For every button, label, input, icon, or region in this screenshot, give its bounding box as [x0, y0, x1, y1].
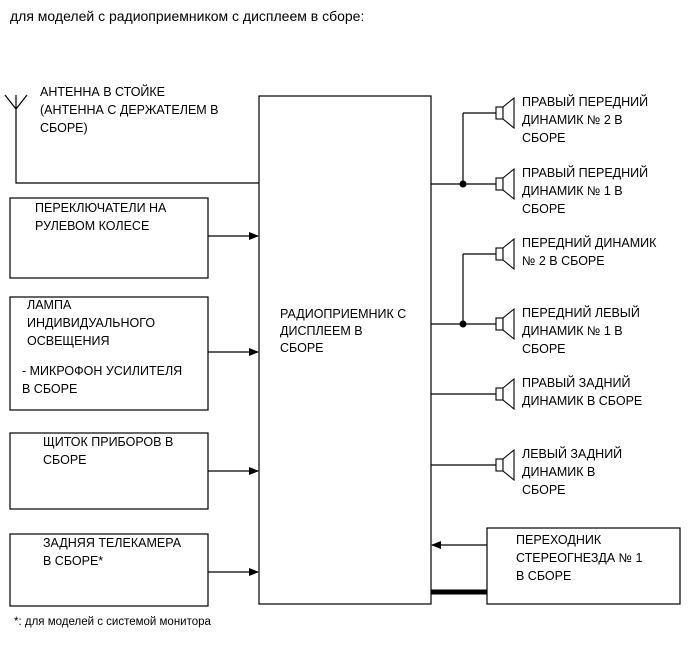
instrument-cluster-box: [9, 432, 209, 510]
stereo-jack-adapter-label: ПЕРЕХОДНИК СТЕРЕОГНЕЗДА № 1 В СБОРЕ: [516, 533, 646, 583]
antenna-icon: [4, 94, 259, 184]
front-left-junction: [459, 320, 467, 328]
rear-camera-box: [9, 533, 209, 607]
lamp-label: ЛАМПА ИНДИВИДУАЛЬНОГО ОСВЕЩЕНИЯ: [27, 298, 159, 348]
speaker-label-front-left-1: ПЕРЕДНИЙ ЛЕВЫЙ ДИНАМИК № 1 В СБОРЕ: [522, 305, 643, 356]
rear-camera-label: ЗАДНЯЯ ТЕЛЕКАМЕРА В СБОРЕ*: [43, 536, 185, 568]
speaker-label-front-2: ПЕРЕДНИЙ ДИНАМИК № 2 В СБОРЕ: [522, 235, 660, 268]
antenna-label: АНТЕННА В СТОЙКЕ (АНТЕННА С ДЕРЖАТЕЛЕМ В…: [40, 84, 222, 135]
speaker-label-rear-left: ЛЕВЫЙ ЗАДНИЙ ДИНАМИК В СБОРЕ: [522, 446, 626, 497]
instrument-cluster-label: ЩИТОК ПРИБОРОВ В СБОРЕ: [43, 435, 177, 467]
speaker-icon: [495, 237, 515, 271]
steering-switch-box: [9, 197, 209, 279]
speaker-icon: [495, 307, 515, 341]
front-right-speaker-wires: [431, 112, 496, 185]
radio-display-unit: [258, 95, 432, 605]
speaker-icon: [495, 96, 515, 130]
front-right-junction: [459, 180, 467, 188]
steering-switch-label: ПЕРЕКЛЮЧАТЕЛИ НА РУЛЕВОМ КОЛЕСЕ: [35, 201, 170, 233]
lamp-microphone-box: [9, 296, 209, 411]
speaker-label-front-right-2: ПРАВЫЙ ПЕРЕДНИЙ ДИНАМИК № 2 В СБОРЕ: [522, 94, 652, 145]
speaker-label-front-right-1: ПРАВЫЙ ПЕРЕДНИЙ ДИНАМИК № 1 В СБОРЕ: [522, 165, 652, 216]
speaker-label-rear-right: ПРАВЫЙ ЗАДНИЙ ДИНАМИК В СБОРЕ: [522, 375, 642, 408]
footnote: *: для моделей с системой монитора: [14, 616, 212, 628]
speaker-icon: [495, 167, 515, 201]
radio-display-unit-label: РАДИОПРИЕМНИК С ДИСПЛЕЕМ В СБОРЕ: [280, 307, 410, 355]
page-title: для моделей с радиоприемником с дисплеем…: [10, 8, 364, 24]
stereo-jack-adapter-box: [486, 527, 681, 605]
front-left-speaker-wires: [431, 253, 496, 325]
speaker-icon: [495, 377, 515, 411]
speaker-icon: [495, 448, 515, 482]
microphone-label: - МИКРОФОН УСИЛИТЕЛЯ В СБОРЕ: [22, 364, 186, 396]
